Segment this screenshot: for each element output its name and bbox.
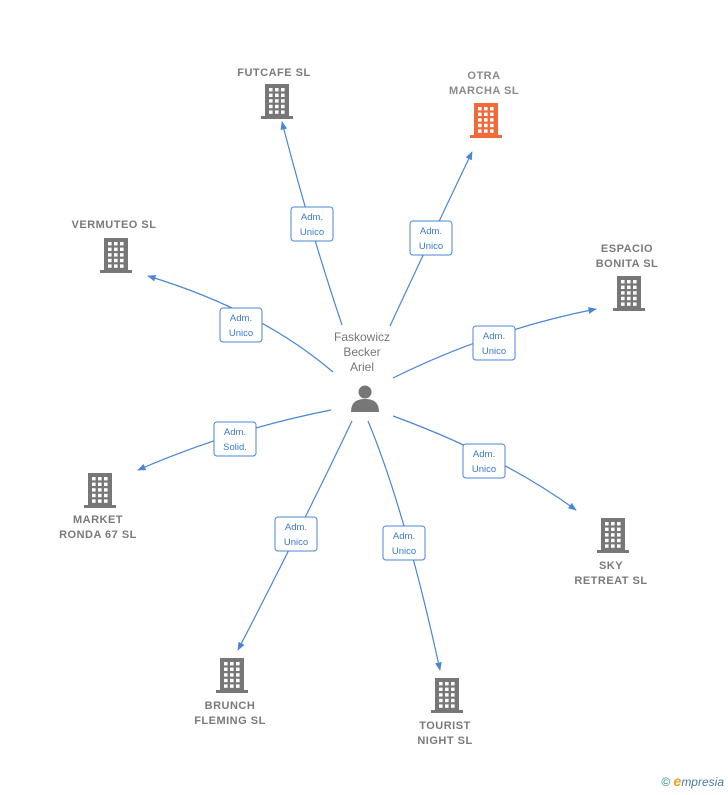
building-icon-market-ronda[interactable] xyxy=(84,473,116,508)
company-name-futcafe[interactable]: FUTCAFE SL xyxy=(237,67,311,79)
building-icon-tourist-night[interactable] xyxy=(431,678,463,713)
role-label-line: Adm. xyxy=(224,427,246,438)
role-label-line: Unico xyxy=(472,464,496,475)
role-label-line: Unico xyxy=(284,537,308,548)
person-name[interactable]: Faskowicz Becker Ariel xyxy=(333,330,390,374)
company-name-vermuteo[interactable]: VERMUTEO SL xyxy=(71,219,157,231)
building-icon-otra-marcha[interactable] xyxy=(470,103,502,138)
role-label-line: Solid. xyxy=(223,442,247,453)
role-label-line: Unico xyxy=(392,546,416,557)
company-name-espacio-bonita[interactable]: ESPACIO BONITA SL xyxy=(595,243,659,270)
company-name-market-ronda[interactable]: MARKET RONDA 67 SL xyxy=(59,514,137,541)
company-name-otra-marcha[interactable]: OTRA MARCHA SL xyxy=(448,70,520,97)
role-label-futcafe[interactable]: Adm. Unico xyxy=(290,206,334,242)
building-icon-espacio-bonita[interactable] xyxy=(613,276,645,311)
role-label-otra-marcha[interactable]: Adm. Unico xyxy=(409,220,453,256)
company-name-tourist-night[interactable]: TOURIST NIGHT SL xyxy=(417,720,473,747)
role-label-sky-retreat[interactable]: Adm. Unico xyxy=(462,443,506,479)
role-label-line: Adm. xyxy=(393,531,415,542)
brand-name: mpresia xyxy=(681,775,724,789)
building-icon-sky-retreat[interactable] xyxy=(597,518,629,553)
role-label-brunch-fleming[interactable]: Adm. Unico xyxy=(274,516,318,552)
building-icon-vermuteo[interactable] xyxy=(100,238,132,273)
company-name-brunch-fleming[interactable]: BRUNCH FLEMING SL xyxy=(194,700,266,727)
role-label-espacio-bonita[interactable]: Adm. Unico xyxy=(472,325,516,361)
role-label-line: Adm. xyxy=(301,212,323,223)
role-label-line: Adm. xyxy=(483,331,505,342)
role-label-tourist-night[interactable]: Adm. Unico xyxy=(382,525,426,561)
empresia-logo: © empresia xyxy=(661,773,724,789)
role-label-line: Adm. xyxy=(420,226,442,237)
brand-initial: e xyxy=(673,773,682,789)
building-icon-futcafe[interactable] xyxy=(261,84,293,119)
role-label-market-ronda[interactable]: Adm. Solid. xyxy=(213,421,257,457)
role-label-line: Unico xyxy=(419,241,443,252)
copyright-symbol: © xyxy=(661,775,671,789)
role-label-line: Adm. xyxy=(285,522,307,533)
building-icon-brunch-fleming[interactable] xyxy=(216,658,248,693)
role-label-vermuteo[interactable]: Adm. Unico xyxy=(219,307,263,343)
company-name-sky-retreat[interactable]: SKY RETREAT SL xyxy=(574,560,648,587)
role-label-line: Unico xyxy=(300,227,324,238)
role-label-line: Unico xyxy=(229,328,253,339)
role-label-line: Adm. xyxy=(230,313,252,324)
role-label-line: Unico xyxy=(482,346,506,357)
role-label-line: Adm. xyxy=(473,449,495,460)
person-icon[interactable] xyxy=(351,385,379,413)
